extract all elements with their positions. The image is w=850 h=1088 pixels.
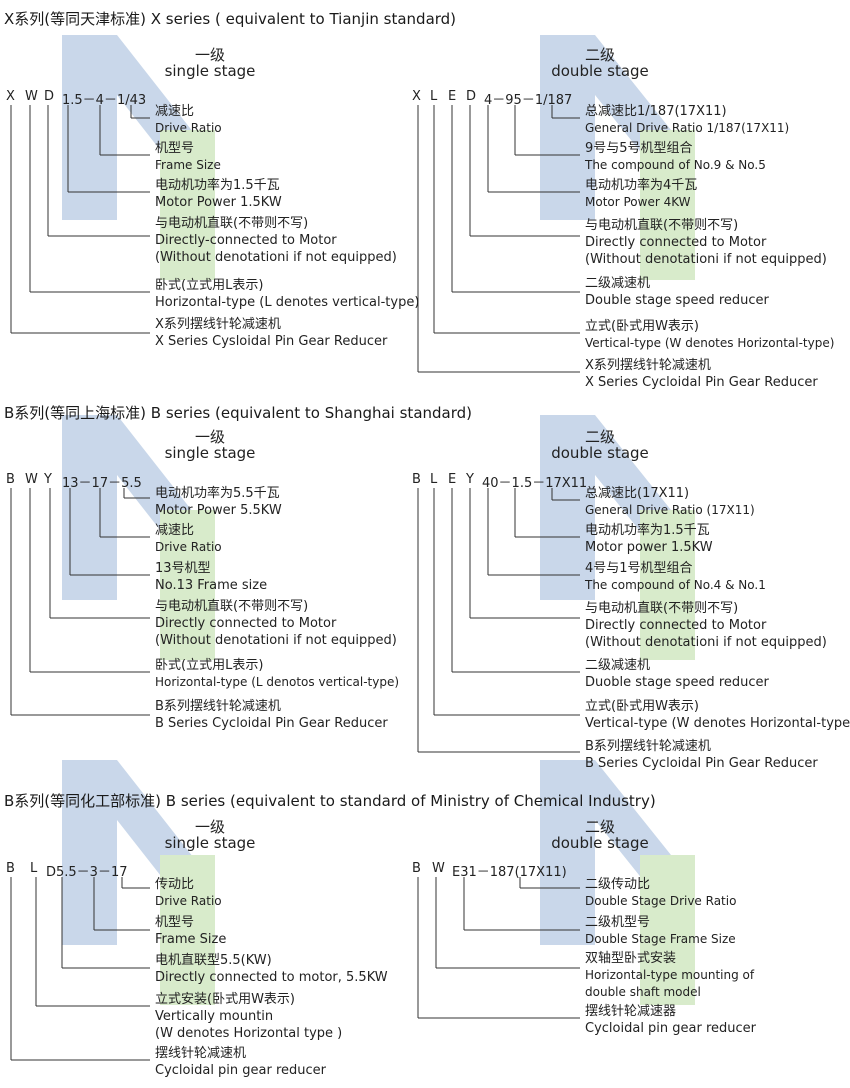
legend-item: 总减速比1/187(17X11)General Drive Ratio 1/18… <box>585 104 790 135</box>
single-stage-cn: 一级 <box>194 818 225 836</box>
code-letter: L <box>430 89 438 104</box>
legend-item: 与电动机直联(不带则不写)Directly-connected to Motor… <box>155 216 397 265</box>
watermark-left-1 <box>62 35 215 280</box>
single-stage-en: single stage <box>164 834 256 852</box>
connectors-x-double <box>417 105 580 373</box>
code-letter: Y <box>44 472 52 487</box>
code-spec: 40－1.5－17X11 <box>482 476 588 491</box>
single-stage-en: single stage <box>164 444 256 462</box>
double-stage-en: double stage <box>551 834 649 852</box>
single-stage-cn: 一级 <box>194 46 225 64</box>
legend-item: 立式安装(卧式用W表示)Vertically mountin(W denotes… <box>155 992 343 1041</box>
single-stage-cn: 一级 <box>194 428 225 446</box>
legend-item: 与电动机直联(不带则不写)Directly connected to Motor… <box>585 601 827 650</box>
code-spec: 4－95－1/187 <box>484 93 573 108</box>
code-letter: W <box>25 89 38 104</box>
code-letter: B <box>6 472 15 487</box>
double-stage-cn: 二级 <box>584 46 615 64</box>
connectors-bchem-double <box>417 877 580 1019</box>
watermark-right-1 <box>540 35 695 280</box>
double-stage-cn: 二级 <box>584 818 615 836</box>
section-header-b-series-shanghai: B系列(等同上海标准) B series (equivalent to Shan… <box>4 404 473 422</box>
code-letter: D <box>466 89 477 104</box>
legend-item: 与电动机直联(不带则不写)Directly connected to Motor… <box>155 599 397 648</box>
legend-item: 卧式(立式用L表示)Horizontal-type (L denotes ver… <box>155 278 420 310</box>
code-letter: L <box>430 472 438 487</box>
code-letter: Y <box>466 472 474 487</box>
code-letter: X <box>412 89 421 104</box>
connectors-x-single <box>10 105 150 334</box>
code-letter: L <box>30 861 38 876</box>
section-header-x-series: X系列(等同天津标准) X series ( equivalent to Tia… <box>4 10 457 28</box>
legend-item: 与电动机直联(不带则不写)Directly connected to Motor… <box>585 218 827 267</box>
code-spec: 13－17－5.5 <box>62 476 142 491</box>
double-stage-en: double stage <box>551 62 649 80</box>
code-letter: B <box>412 861 421 876</box>
watermark-right-2 <box>540 415 695 660</box>
code-letter: B <box>6 861 15 876</box>
connectors-b-single <box>10 488 150 716</box>
code-letter: E <box>448 472 457 487</box>
legend-item: 立式(卧式用W表示)Vertical-type (W denotes Horiz… <box>585 699 850 731</box>
watermark-right-3 <box>540 760 695 1005</box>
watermark-left-3 <box>62 760 215 1005</box>
legend-item: 总减速比(17X11)General Drive Ratio (17X11) <box>585 486 755 517</box>
single-stage-en: single stage <box>164 62 256 80</box>
double-stage-en: double stage <box>551 444 649 462</box>
double-stage-cn: 二级 <box>584 428 615 446</box>
legend-item: 立式(卧式用W表示)Vertical-type (W denotes Horiz… <box>585 319 835 350</box>
legend-item: 电机直联型5.5(KW)Directly connected to motor,… <box>155 953 388 985</box>
code-letter: D <box>44 89 55 104</box>
connectors-b-double <box>417 488 580 753</box>
legend-item: 卧式(立式用L表示)Horizontal-type (L denotos ver… <box>155 658 400 689</box>
code-spec: D5.5－3－17 <box>46 865 128 880</box>
code-letter: B <box>412 472 421 487</box>
connectors-bchem-single <box>10 877 150 1061</box>
watermark-left-2 <box>62 415 215 660</box>
code-letter: E <box>448 89 457 104</box>
code-spec: 1.5－4－1/43 <box>62 93 147 108</box>
code-letter: X <box>6 89 15 104</box>
code-letter: W <box>432 861 445 876</box>
code-spec: E31－187(17X11) <box>452 865 567 880</box>
code-letter: W <box>25 472 38 487</box>
section-header-b-series-chemical: B系列(等同化工部标准) B series (equivalent to sta… <box>4 792 656 810</box>
